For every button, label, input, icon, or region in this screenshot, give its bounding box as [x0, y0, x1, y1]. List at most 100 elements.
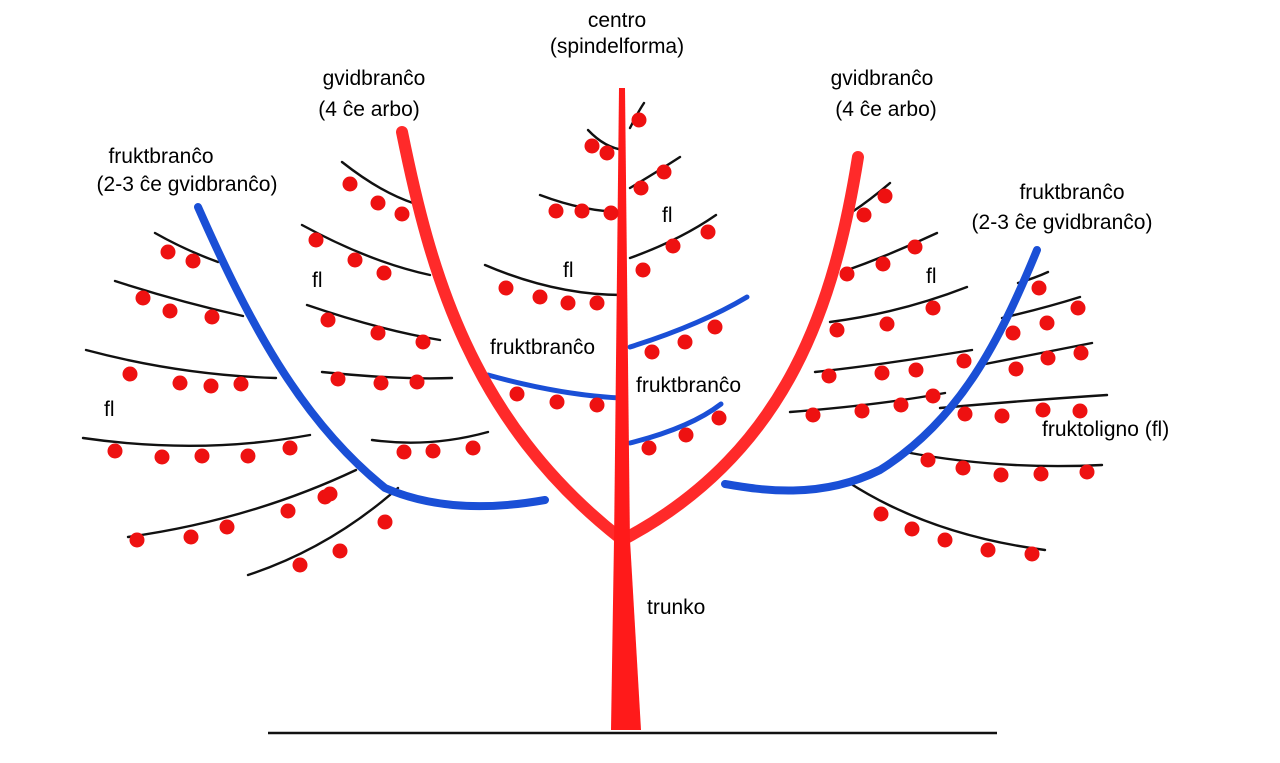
guide-branch-right — [620, 151, 864, 544]
label-fruit-branch-outer-left-line2: (2-3 ĉe gvidbranĉo) — [97, 173, 278, 196]
fruit — [154, 449, 170, 465]
fruit — [1040, 350, 1056, 366]
fruit — [233, 376, 249, 392]
fruit — [509, 386, 525, 402]
label-fl: fl — [104, 398, 115, 421]
fruit — [415, 334, 431, 350]
fruit — [839, 266, 855, 282]
fruit — [280, 503, 296, 519]
twig — [828, 285, 969, 324]
label-trunk: trunko — [647, 596, 705, 619]
fruit — [956, 353, 972, 369]
fruit — [292, 557, 308, 573]
fruit — [204, 309, 220, 325]
fruit — [873, 506, 889, 522]
fruit — [203, 378, 219, 394]
fruit — [162, 303, 178, 319]
fruit — [678, 427, 694, 443]
fruit — [644, 344, 660, 360]
fruit-branches — [194, 203, 1041, 511]
fruit — [330, 371, 346, 387]
fruit — [396, 444, 412, 460]
fruit — [332, 543, 348, 559]
twig — [370, 430, 490, 444]
fruit — [549, 394, 565, 410]
label-fl: fl — [662, 204, 673, 227]
fruit — [599, 145, 615, 161]
fruit — [877, 188, 893, 204]
label-guide-right-line1: gvidbranĉo — [831, 67, 934, 90]
fruit — [879, 316, 895, 332]
fruit — [1072, 403, 1088, 419]
fruit — [282, 440, 298, 456]
fruit — [907, 239, 923, 255]
label-fl: fl — [563, 259, 574, 282]
fruit — [821, 368, 837, 384]
fruit — [904, 521, 920, 537]
fruit — [893, 397, 909, 413]
fruit — [347, 252, 363, 268]
label-center-line1: centro — [588, 9, 646, 32]
fruit — [160, 244, 176, 260]
twig — [84, 348, 278, 380]
twig — [978, 341, 1094, 367]
fruit — [700, 224, 716, 240]
fruit — [641, 440, 657, 456]
trunk — [611, 540, 641, 730]
fruit — [805, 407, 821, 423]
label-guide-left-line1: gvidbranĉo — [323, 67, 426, 90]
label-guide-left-line2: (4 ĉe arbo) — [318, 98, 420, 121]
fruit — [183, 529, 199, 545]
fruit — [548, 203, 564, 219]
fruit — [589, 295, 605, 311]
label-fl: fl — [312, 269, 323, 292]
fruit — [875, 256, 891, 272]
label-fruit-branch-outer-left-line1: fruktbranĉo — [108, 145, 213, 168]
label-fl: fl — [926, 265, 937, 288]
fruit — [1079, 464, 1095, 480]
fruit — [925, 300, 941, 316]
fruit — [1035, 402, 1051, 418]
fruit — [957, 406, 973, 422]
fruit — [665, 238, 681, 254]
fruit — [633, 180, 649, 196]
inner-fruit-branch-left — [485, 372, 623, 401]
outer-fruit-branch-left — [194, 203, 549, 511]
fruit — [589, 397, 605, 413]
fruit — [1073, 345, 1089, 361]
fruit — [829, 322, 845, 338]
label-center-line2: (spindelforma) — [550, 35, 684, 58]
fruits — [107, 112, 1095, 573]
fruit — [107, 443, 123, 459]
twig — [246, 486, 400, 577]
fruit — [1070, 300, 1086, 316]
fruit — [194, 448, 210, 464]
twig — [483, 263, 624, 297]
fruit — [1031, 280, 1047, 296]
twig — [113, 279, 245, 318]
fruit — [677, 334, 693, 350]
fruit — [129, 532, 145, 548]
twig — [850, 181, 892, 214]
twig — [846, 480, 1047, 552]
fruit — [240, 448, 256, 464]
fruit — [955, 460, 971, 476]
fruit — [373, 375, 389, 391]
fruit — [560, 295, 576, 311]
fruit — [409, 374, 425, 390]
label-fruit-branch-outer-right-line2: (2-3 ĉe gvidbranĉo) — [972, 211, 1153, 234]
twig — [628, 213, 718, 260]
fruit — [322, 486, 338, 502]
label-fruitwood: fruktoligno (fl) — [1042, 418, 1169, 441]
twig — [300, 223, 432, 277]
fruit — [925, 388, 941, 404]
label-fruit-branch-inner-right: fruktbranĉo — [636, 374, 741, 397]
fruit — [937, 532, 953, 548]
twig — [126, 468, 358, 539]
fruit — [574, 203, 590, 219]
fruit — [342, 176, 358, 192]
labels: centro (spindelforma) gvidbranĉo (4 ĉe a… — [97, 9, 1170, 619]
inner-fruit-branch-upper-right — [627, 294, 750, 350]
center-leader — [614, 88, 630, 545]
